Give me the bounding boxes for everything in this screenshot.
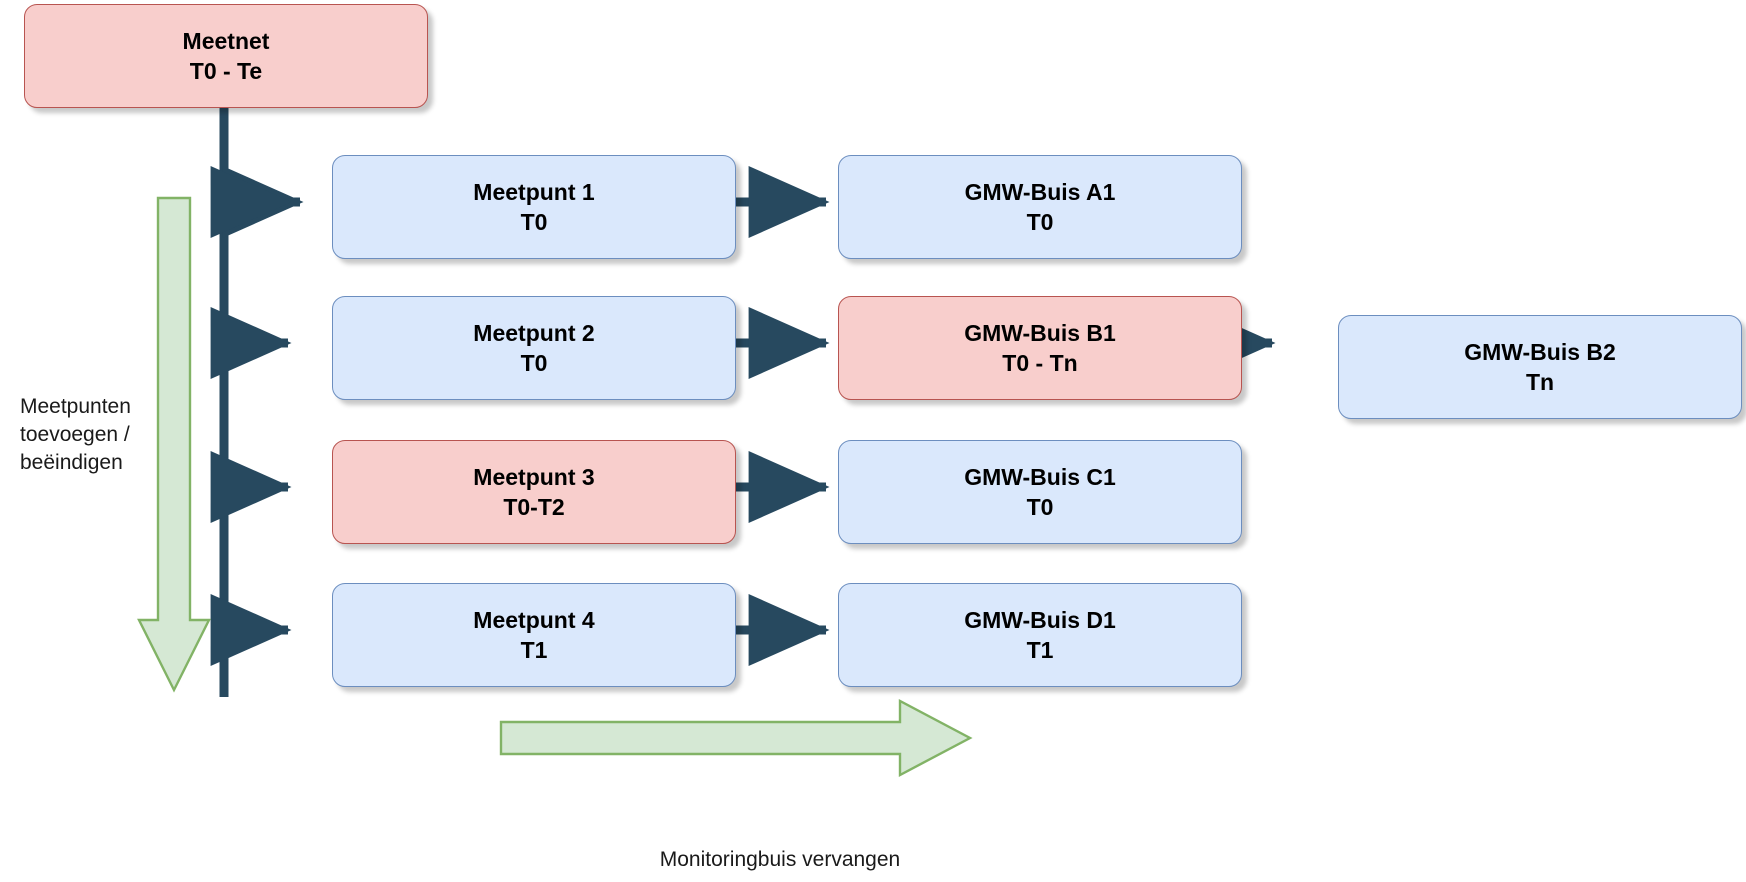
- green-right-arrow: [499, 699, 973, 777]
- node-gmw-buis-d1[interactable]: GMW-Buis D1 T1: [838, 583, 1242, 687]
- left-annotation-line2: toevoegen /: [20, 422, 130, 446]
- node-gmw-buis-b2[interactable]: GMW-Buis B2 Tn: [1338, 315, 1742, 419]
- node-meetpunt-3-line1: Meetpunt 3: [473, 463, 595, 490]
- node-meetpunt-3[interactable]: Meetpunt 3 T0-T2: [332, 440, 736, 544]
- node-gmw-buis-b2-line2: Tn: [1525, 369, 1555, 395]
- left-annotation-line3: beëindigen: [20, 450, 123, 474]
- node-meetpunt-3-line2: T0-T2: [503, 494, 565, 520]
- node-gmw-buis-b1[interactable]: GMW-Buis B1 T0 - Tn: [838, 296, 1242, 400]
- node-meetnet[interactable]: Meetnet T0 - Te: [24, 4, 428, 108]
- node-meetpunt-2[interactable]: Meetpunt 2 T0: [332, 296, 736, 400]
- connector-meetnet-meetpunt3: [210, 451, 292, 523]
- node-gmw-buis-d1-line1: GMW-Buis D1: [964, 606, 1116, 633]
- node-meetpunt-1-line1: Meetpunt 1: [473, 178, 595, 205]
- node-meetpunt-1-line2: T0: [520, 209, 548, 235]
- node-gmw-buis-b1-line1: GMW-Buis B1: [964, 319, 1116, 346]
- node-gmw-buis-c1-line2: T0: [1026, 494, 1054, 520]
- connector-meetnet-meetpunt4: [210, 594, 292, 666]
- left-annotation-label: Meetpunten toevoegen / beëindigen: [20, 393, 152, 477]
- node-meetpunt-4-line1: Meetpunt 4: [473, 606, 595, 633]
- node-meetpunt-4[interactable]: Meetpunt 4 T1: [332, 583, 736, 687]
- node-gmw-buis-a1-line2: T0: [1026, 209, 1054, 235]
- node-meetpunt-1[interactable]: Meetpunt 1 T0: [332, 155, 736, 259]
- node-meetpunt-2-line2: T0: [520, 350, 548, 376]
- node-gmw-buis-c1[interactable]: GMW-Buis C1 T0: [838, 440, 1242, 544]
- node-gmw-buis-b2-line1: GMW-Buis B2: [1464, 338, 1616, 365]
- node-gmw-buis-c1-line1: GMW-Buis C1: [964, 463, 1116, 490]
- node-gmw-buis-a1[interactable]: GMW-Buis A1 T0: [838, 155, 1242, 259]
- bottom-annotation-label: Monitoringbuis vervangen: [659, 848, 901, 871]
- connector-meetnet-meetpunt2: [210, 307, 292, 379]
- node-gmw-buis-b1-line2: T0 - Tn: [1002, 350, 1078, 376]
- node-meetpunt-4-line2: T1: [520, 637, 548, 663]
- node-gmw-buis-d1-line2: T1: [1026, 637, 1054, 663]
- node-meetpunt-2-line1: Meetpunt 2: [473, 319, 595, 346]
- node-meetnet-line2: T0 - Te: [189, 58, 263, 84]
- meetnet-branch-connectors: [219, 108, 304, 697]
- node-meetnet-line1: Meetnet: [182, 27, 270, 54]
- connector-meetnet-meetpunt1: [210, 166, 292, 238]
- node-gmw-buis-a1-line1: GMW-Buis A1: [964, 178, 1116, 205]
- left-annotation-line1: Meetpunten: [20, 395, 131, 418]
